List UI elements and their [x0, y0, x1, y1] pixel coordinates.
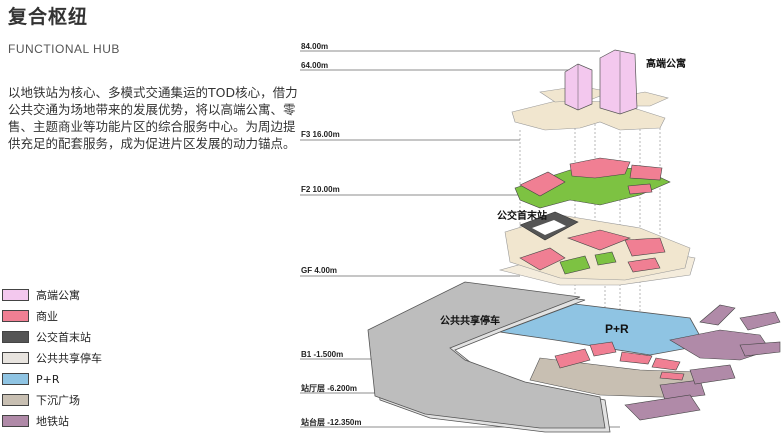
legend-item-metro: 地铁站 [2, 413, 102, 429]
metro-station [624, 304, 781, 421]
legend-label: 商业 [36, 310, 58, 323]
legend-swatch-retail [2, 310, 29, 322]
level-label-b1: B1 -1.500m [301, 350, 343, 359]
legend-item-retail: 商业 [2, 308, 102, 324]
legend-label: 地铁站 [36, 415, 69, 428]
legend-item-apartment: 高端公寓 [2, 287, 102, 303]
legend-swatch-pr [2, 373, 29, 385]
tag-pr: P+R [605, 322, 629, 336]
legend-swatch-parking [2, 352, 29, 364]
description-text: 以地铁站为核心、多模式交通集运的TOD核心，借力公共交通为场地带来的发展优势，将… [8, 85, 298, 151]
apartment-towers [564, 49, 638, 115]
legend-label: 公交首末站 [36, 331, 91, 344]
level-label-84m: 84.00m [301, 42, 328, 51]
page-title: 复合枢纽 [8, 6, 89, 28]
legend-label: 高端公寓 [36, 289, 80, 302]
legend-item-pr: P+R [2, 371, 102, 387]
b1-retail-blocks [554, 341, 685, 381]
bus-terminal-courtyard [532, 220, 566, 235]
level-label-f3: F3 16.00m [301, 130, 340, 139]
level-label-platform: 站台层 -12.350m [301, 417, 361, 427]
page-subtitle: FUNCTIONAL HUB [8, 42, 120, 56]
level-label-gf: GF 4.00m [301, 266, 337, 275]
legend-item-parking: 公共共享停车 [2, 350, 102, 366]
legend-label: P+R [36, 372, 60, 386]
legend-label: 下沉广场 [36, 394, 80, 407]
legend-swatch-bus-terminal [2, 331, 29, 343]
b1-public-parking-slab [367, 281, 611, 433]
tag-apartments: 高端公寓 [646, 57, 686, 70]
legend-item-bus-terminal: 公交首末站 [2, 329, 102, 345]
tag-bus-terminal: 公交首末站 [497, 209, 547, 222]
level-label-64m: 64.00m [301, 61, 328, 70]
level-label-f2: F2 10.00m [301, 185, 340, 194]
b1-pr-zone [499, 303, 706, 356]
level-label-concourse: 站厅层 -6.200m [301, 383, 357, 393]
legend-swatch-apartment [2, 289, 29, 301]
f2-retail-blocks [519, 157, 663, 197]
legend-swatch-sunken-plaza [2, 394, 29, 406]
legend-swatch-metro [2, 415, 29, 427]
tag-public-parking: 公共共享停车 [440, 314, 500, 327]
legend-label: 公共共享停车 [36, 352, 102, 365]
legend: 高端公寓 商业 公交首末站 公共共享停车 P+R 下沉广场 地铁站 [2, 287, 102, 429]
gf-retail-blocks [519, 229, 666, 275]
legend-item-sunken-plaza: 下沉广场 [2, 392, 102, 408]
